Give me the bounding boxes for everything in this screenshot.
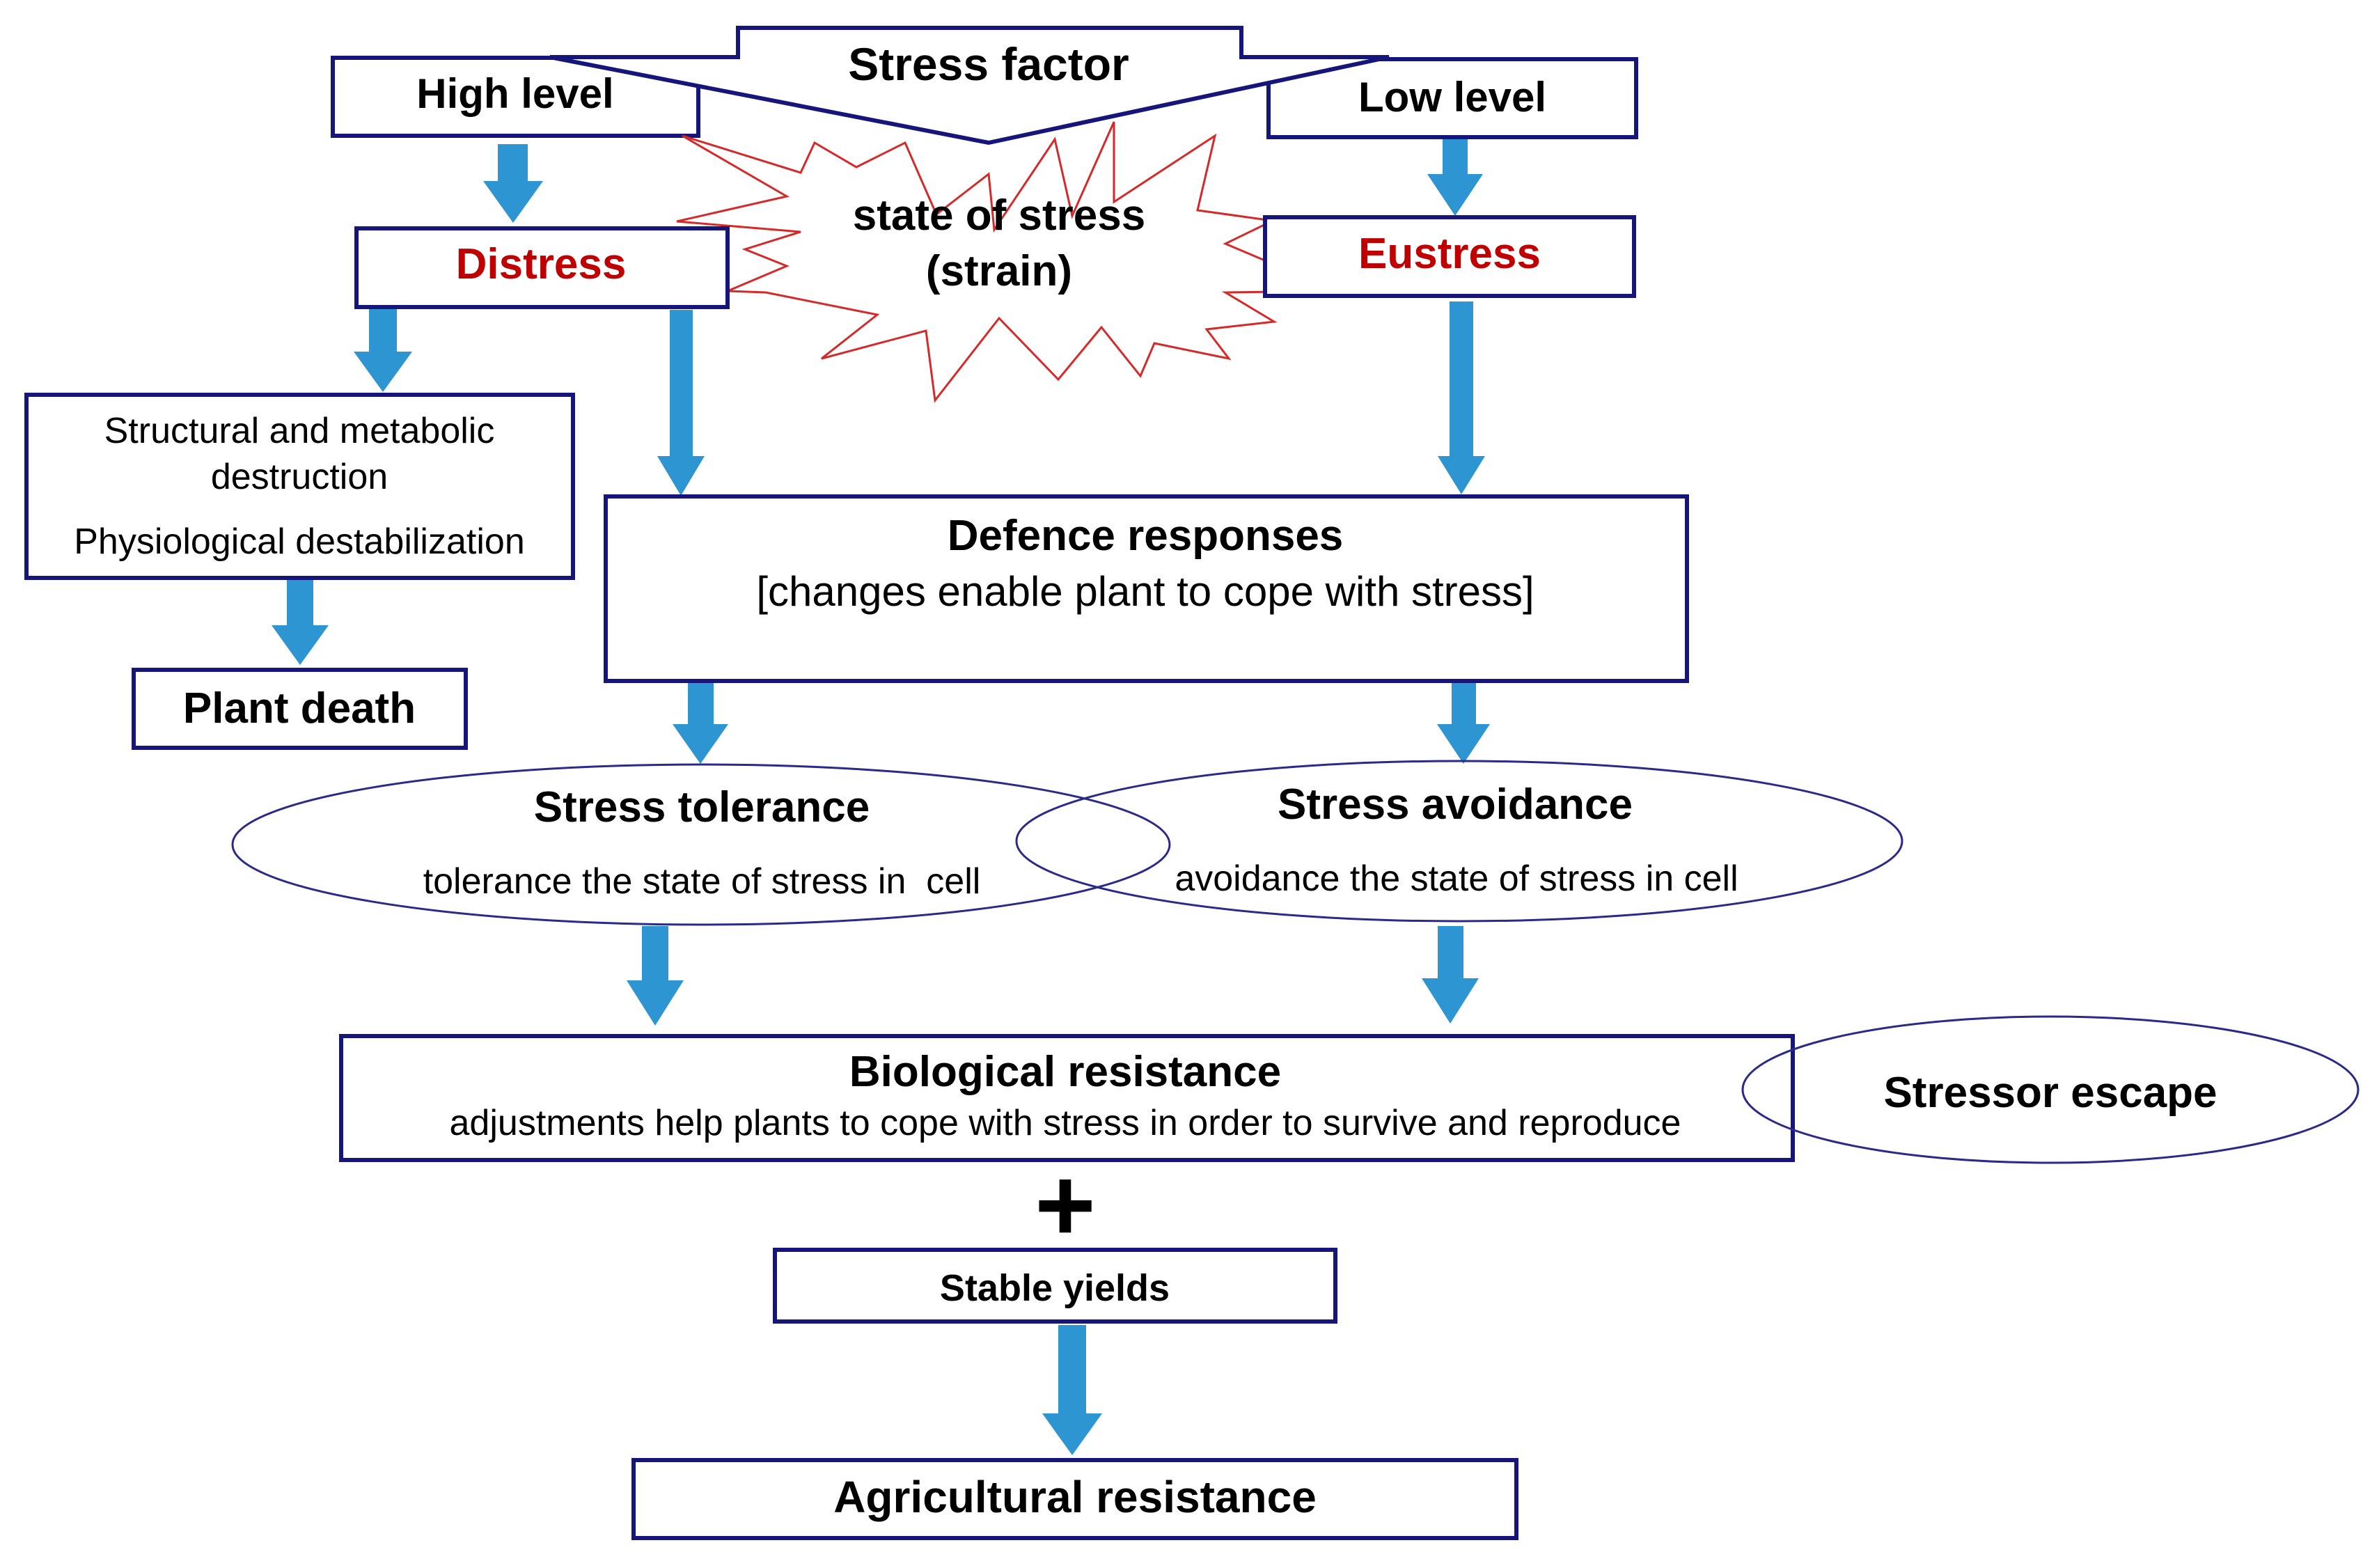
distress-box (354, 226, 730, 309)
down-arrow-icon (483, 144, 543, 223)
down-arrow-icon (1438, 301, 1485, 494)
defence-responses-subtitle: [changes enable plant to cope with stres… (756, 568, 1534, 615)
stressor-escape-label: Stressor escape (1883, 1069, 2217, 1117)
stress-avoidance-subtitle: avoidance the state of stress in cell (1175, 859, 1738, 899)
eustress-label: Eustress (1358, 230, 1541, 278)
down-arrow-icon (1437, 682, 1490, 764)
down-arrow-icon (1422, 926, 1479, 1024)
down-arrow-icon (657, 310, 705, 496)
down-arrow-icon (1042, 1325, 1102, 1455)
stress-factor-shape (549, 26, 1390, 146)
plant-death-box (132, 668, 468, 750)
destruction-line-2: destruction (211, 457, 388, 497)
distress-label: Distress (456, 240, 627, 288)
plant-death-label: Plant death (183, 684, 416, 732)
stress-factor-label: Stress factor (848, 38, 1129, 90)
defence-responses-title: Defence responses (948, 512, 1344, 560)
defence-responses-box (604, 494, 1689, 683)
stress-avoidance-title: Stress avoidance (1278, 781, 1633, 829)
biological-resistance-box (339, 1034, 1795, 1162)
biological-resistance-title: Biological resistance (849, 1048, 1281, 1096)
low-level-label: Low level (1358, 74, 1546, 120)
low-level-box (1266, 57, 1638, 139)
destruction-line-1: Structural and metabolic (104, 411, 495, 451)
eustress-box (1263, 215, 1636, 298)
agricultural-resistance-label: Agricultural resistance (833, 1472, 1317, 1522)
agricultural-resistance-box (631, 1458, 1518, 1540)
stable-yields-label: Stable yields (940, 1267, 1170, 1309)
stress-tolerance-ellipse (231, 763, 1171, 926)
arrows-group (272, 139, 1490, 1455)
down-arrow-icon (272, 580, 329, 665)
stress-avoidance-ellipse (1015, 760, 1903, 923)
biological-resistance-subtitle: adjustments help plants to cope with str… (450, 1103, 1681, 1143)
down-arrow-icon (627, 926, 684, 1026)
starburst-icon (676, 121, 1337, 403)
stress-tolerance-title: Stress tolerance (534, 783, 870, 831)
stable-yields-box (773, 1248, 1337, 1324)
strain-label: (strain) (926, 247, 1072, 295)
destruction-line-3: Physiological destabilization (74, 522, 525, 562)
high-level-label: High level (416, 70, 613, 117)
down-arrow-icon (1427, 139, 1483, 216)
stress-tolerance-subtitle: tolerance the state of stress in cell (423, 861, 981, 902)
down-arrow-icon (673, 682, 728, 764)
stressor-escape-ellipse (1741, 1015, 2360, 1164)
down-arrow-icon (354, 308, 412, 392)
plus-sign: + (1035, 1146, 1096, 1263)
destruction-box (24, 393, 575, 580)
state-of-stress-label: state of stress (853, 191, 1145, 240)
